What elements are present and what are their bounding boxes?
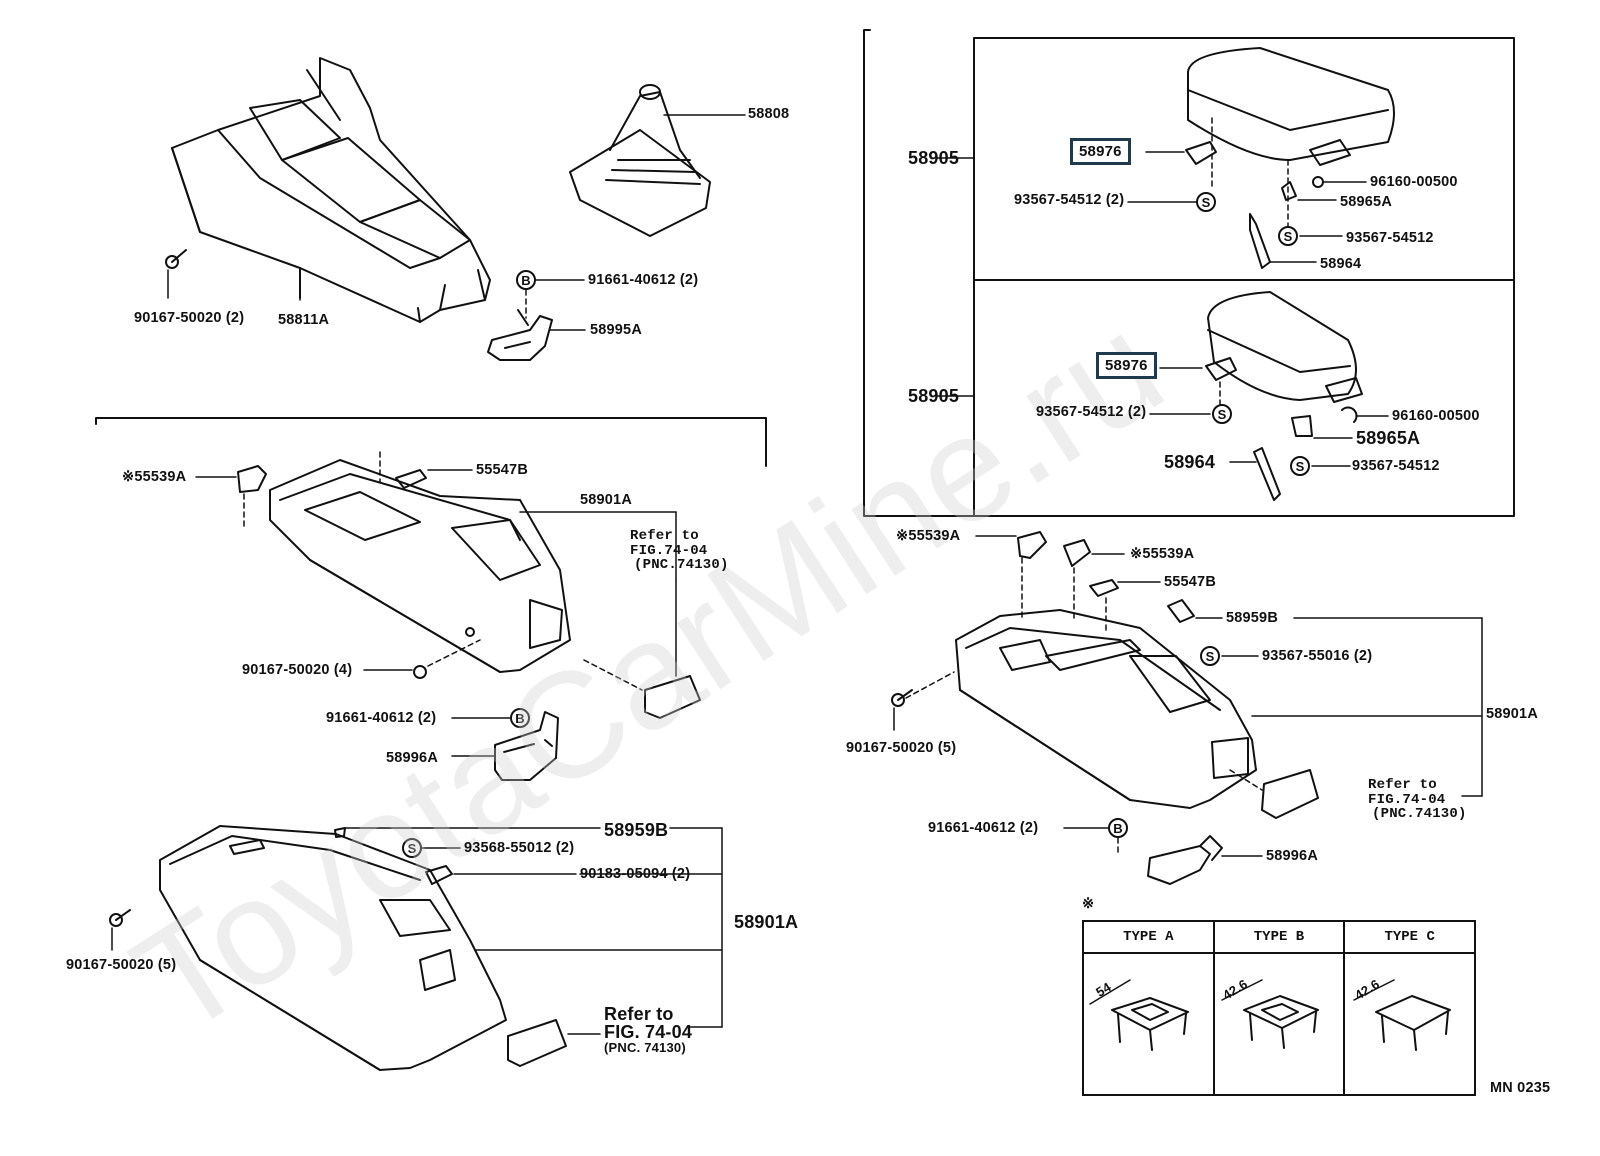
refer-line-3: (PNC.74130) [634,557,729,573]
part-label-96160-00500-top: 96160-00500 [1370,174,1458,190]
type-a-header: TYPE A [1082,920,1215,954]
armrest-58905-top [935,47,1395,269]
clip-55539a-left [195,465,267,531]
part-label-90183-05094: 90183-05094 (2) [580,866,691,882]
part-label-93568-55012: 93568-55012 (2) [464,840,575,856]
center-console-58901a-bottom [159,825,507,1071]
screw-90167-50020-mid [363,639,481,679]
type-b-cell [1212,952,1346,1096]
part-label-58964-bottom: 58964 [1164,452,1216,472]
part-label-93567-54512-2-top: 93567-54512 (2) [1014,192,1125,208]
part-label-58808: 58808 [748,106,790,122]
screw-symbol: S [408,841,417,856]
clip-55547b-left [379,451,473,489]
part-label-55539a-r1: ※55539A [896,528,961,544]
part-label-58901a-right: 58901A [1486,706,1538,722]
refer-right-3: (PNC.74130) [1372,806,1467,822]
armrest-58905-bottom [935,291,1389,501]
part-label-93567-54512-top: 93567-54512 [1346,230,1434,246]
part-label-58959b-right: 58959B [1226,610,1278,626]
shift-boot-58808 [569,84,746,237]
part-label-58905-top: 58905 [908,148,960,168]
part-label-93567-54512-2-bottom: 93567-54512 (2) [1036,404,1147,420]
part-label-58901a-mid: 58901A [580,492,632,508]
type-c-header: TYPE C [1343,920,1476,954]
pad-58959b-right [1167,599,1223,623]
part-label-55547b-right: 55547B [1164,574,1216,590]
clip-type-table: TYPE A TYPE B TYPE C [1082,920,1476,1096]
part-label-90167-50020-4: 90167-50020 (4) [242,662,353,678]
part-label-55539a-left: ※55539A [122,469,187,485]
part-label-58905-bottom: 58905 [908,386,960,406]
clip-90183-05094 [425,865,577,885]
console-panel-58811a [171,57,491,323]
part-label-93567-54512-bottom: 93567-54512 [1352,458,1440,474]
bracket-58996a-left [451,708,559,781]
bracket-58996a-right [1063,818,1263,885]
part-label-58959b-left: 58959B [604,820,669,840]
screw-symbol: S [1206,649,1215,664]
center-console-58901a-right [955,609,1257,809]
refer-bottom-1: Refer to [604,1004,674,1024]
figure-code: MN 0235 [1490,1080,1551,1096]
part-label-55539a-r2: ※55539A [1130,546,1195,562]
part-label-58976-top[interactable]: 58976 [1070,138,1131,165]
part-label-55547b-left: 55547B [476,462,528,478]
part-label-58811a: 58811A [278,312,330,328]
screw-90167-50020-right [891,671,955,731]
refer-line-1: Refer to [630,528,699,544]
cup-holder-insert-mid [583,579,701,719]
refer-bottom-3: (PNC. 74130) [604,1040,686,1055]
cup-holder-insert-bottom [507,1019,601,1067]
bolt-symbol: B [515,711,524,726]
center-console-58901a-mid [95,417,767,673]
part-label-58964-top: 58964 [1320,256,1362,272]
part-label-58995a: 58995A [590,322,642,338]
screw-symbol: S [1202,195,1211,210]
screw-90167-50020-bottom [109,909,131,951]
clip-55539a-r1 [975,531,1047,621]
type-c-cell [1343,952,1476,1096]
note-symbol: ※ [1082,896,1095,912]
part-label-90167-50020-2: 90167-50020 (2) [134,310,245,326]
screw-symbol: S [1284,229,1293,244]
part-label-96160-00500-bottom: 96160-00500 [1392,408,1480,424]
refer-right-2: FIG.74-04 [1368,792,1446,808]
clip-55539a-r2 [1063,539,1125,621]
screw-93568-55012 [402,838,461,858]
screw-90167-50020-a [165,249,187,299]
part-label-58996a-right: 58996A [1266,848,1318,864]
refer-bottom-2: FIG. 74-04 [604,1022,693,1042]
bracket-58995a [487,270,586,361]
type-a-cell [1082,952,1215,1096]
part-label-91661-40612-top: 91661-40612 (2) [588,272,699,288]
screw-symbol: S [1218,407,1227,422]
clip-55547b-right [1089,579,1161,631]
type-b-header: TYPE B [1212,920,1346,954]
part-label-91661-40612-right: 91661-40612 (2) [928,820,1039,836]
screw-93567-55016 [1200,646,1259,666]
screw-symbol: S [1296,459,1305,474]
part-label-58976-bottom[interactable]: 58976 [1096,352,1157,379]
part-label-58965a-top: 58965A [1340,194,1392,210]
part-label-91661-40612-mid: 91661-40612 (2) [326,710,437,726]
cup-holder-insert-right [1229,769,1319,819]
part-label-90167-50020-5-right: 90167-50020 (5) [846,740,957,756]
refer-line-2: FIG.74-04 [630,543,708,559]
part-label-58901a-bottom: 58901A [734,912,799,932]
part-label-58965a-bottom: 58965A [1356,428,1421,448]
refer-right-1: Refer to [1368,777,1437,793]
part-label-93567-55016: 93567-55016 (2) [1262,648,1373,664]
part-label-58996a-left: 58996A [386,750,438,766]
part-label-90167-50020-5-left: 90167-50020 (5) [66,957,177,973]
bolt-symbol: B [521,273,530,288]
bolt-symbol: B [1113,821,1122,836]
